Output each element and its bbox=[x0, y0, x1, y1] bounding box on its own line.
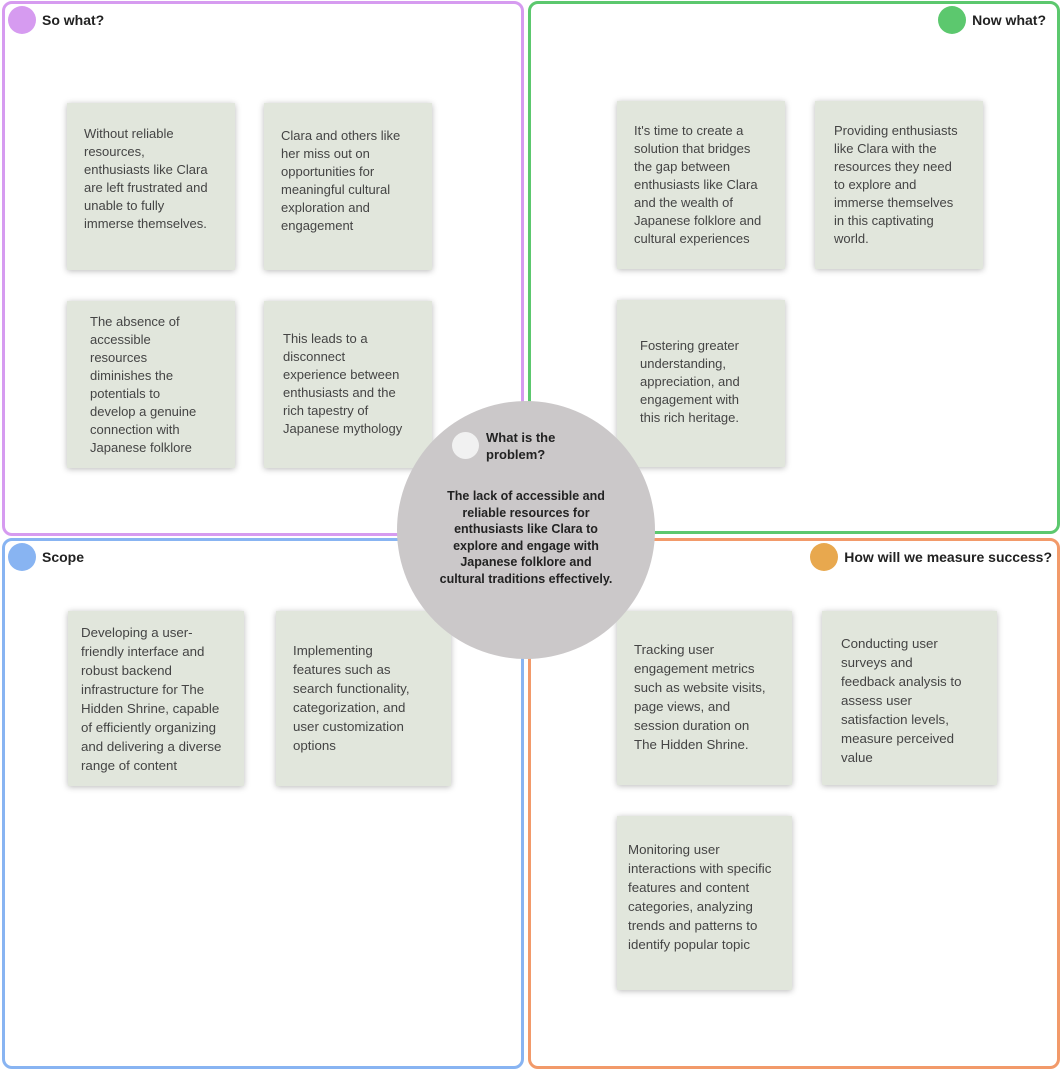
problem-dot-icon bbox=[452, 432, 479, 459]
scope-header: Scope bbox=[8, 543, 84, 571]
note-text: This leads to a disconnect experience be… bbox=[283, 331, 403, 436]
now-what-dot-icon bbox=[938, 6, 967, 34]
sticky-note[interactable]: Developing a user- friendly interface an… bbox=[68, 611, 244, 786]
scope-dot-icon bbox=[8, 543, 36, 571]
now-what-header: Now what? bbox=[938, 6, 1046, 34]
note-text: Without reliable resources, enthusiasts … bbox=[84, 126, 208, 231]
note-text: It's time to create a solution that brid… bbox=[634, 123, 762, 246]
so-what-dot-icon bbox=[8, 6, 36, 34]
sticky-note[interactable]: Without reliable resources, enthusiasts … bbox=[67, 103, 235, 270]
note-text: Monitoring user interactions with specif… bbox=[628, 842, 772, 952]
sticky-note[interactable]: Conducting user surveys and feedback ana… bbox=[822, 611, 997, 785]
note-text: Conducting user surveys and feedback ana… bbox=[841, 636, 962, 765]
note-text: The absence of accessible resources dimi… bbox=[90, 314, 197, 455]
sticky-note[interactable]: This leads to a disconnect experience be… bbox=[264, 301, 432, 468]
note-text: Developing a user- friendly interface an… bbox=[81, 625, 222, 773]
problem-circle: What is the problem? The lack of accessi… bbox=[397, 401, 655, 659]
note-text: Providing enthusiasts like Clara with th… bbox=[834, 123, 958, 246]
measure-success-header: How will we measure success? bbox=[810, 543, 1052, 571]
sticky-note[interactable]: It's time to create a solution that brid… bbox=[617, 101, 785, 269]
problem-title: What is the problem? bbox=[486, 430, 556, 462]
problem-statement: The lack of accessible and reliable reso… bbox=[439, 489, 613, 586]
measure-success-dot-icon bbox=[810, 543, 839, 571]
sticky-note[interactable]: The absence of accessible resources dimi… bbox=[67, 301, 235, 468]
sticky-note[interactable]: Clara and others like her miss out on op… bbox=[264, 103, 432, 270]
sticky-note[interactable]: Tracking user engagement metrics such as… bbox=[617, 611, 792, 785]
sticky-note[interactable]: Fostering greater understanding, appreci… bbox=[617, 300, 785, 467]
scope-title: Scope bbox=[42, 549, 85, 565]
sticky-note[interactable]: Implementing features such as search fun… bbox=[276, 611, 451, 786]
note-text: Implementing features such as search fun… bbox=[293, 643, 410, 753]
now-what-title: Now what? bbox=[972, 12, 1046, 28]
note-text: Clara and others like her miss out on op… bbox=[281, 128, 401, 233]
sticky-note[interactable]: Monitoring user interactions with specif… bbox=[617, 816, 792, 990]
note-text: Fostering greater understanding, appreci… bbox=[640, 338, 740, 425]
so-what-title: So what? bbox=[42, 12, 105, 28]
note-text: Tracking user engagement metrics such as… bbox=[634, 642, 766, 752]
sticky-note[interactable]: Providing enthusiasts like Clara with th… bbox=[815, 101, 983, 269]
so-what-header: So what? bbox=[8, 6, 104, 34]
measure-success-title: How will we measure success? bbox=[844, 549, 1052, 565]
